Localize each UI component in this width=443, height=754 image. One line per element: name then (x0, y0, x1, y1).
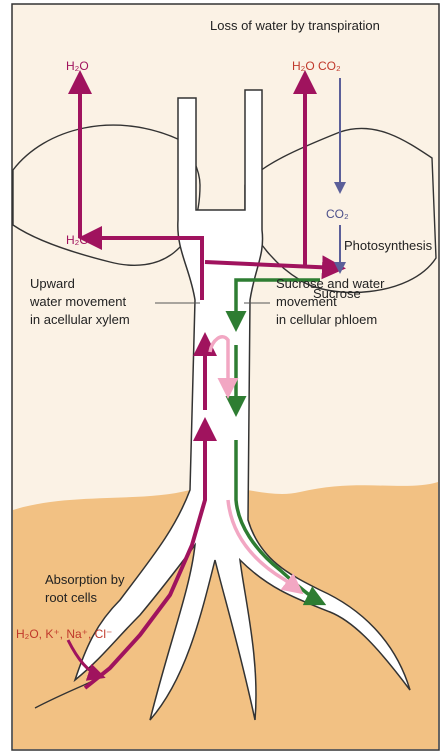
ions-label: H₂O, K⁺, Na⁺, Cl⁻ (16, 627, 112, 641)
phloem-label-line3: in cellular phloem (276, 312, 377, 327)
xylem-label-line2: water movement (29, 294, 126, 309)
xylem-label-line1: Upward (30, 276, 75, 291)
h2o-top-label: H₂O (66, 59, 89, 73)
phloem-label-line1: Sucrose and water (276, 276, 385, 291)
xylem-label-line3: in acellular xylem (30, 312, 130, 327)
co2-label: CO₂ (326, 207, 349, 221)
absorption-label-line2: root cells (45, 590, 98, 605)
h2o-co2-label: H₂O CO₂ (292, 59, 341, 73)
h2o-leaf-label: H₂O (66, 233, 89, 247)
photosynthesis-label: Photosynthesis (344, 238, 433, 253)
phloem-label-line2: movement (276, 294, 337, 309)
transpiration-label: Loss of water by transpiration (210, 18, 380, 33)
absorption-label-line1: Absorption by (45, 572, 125, 587)
